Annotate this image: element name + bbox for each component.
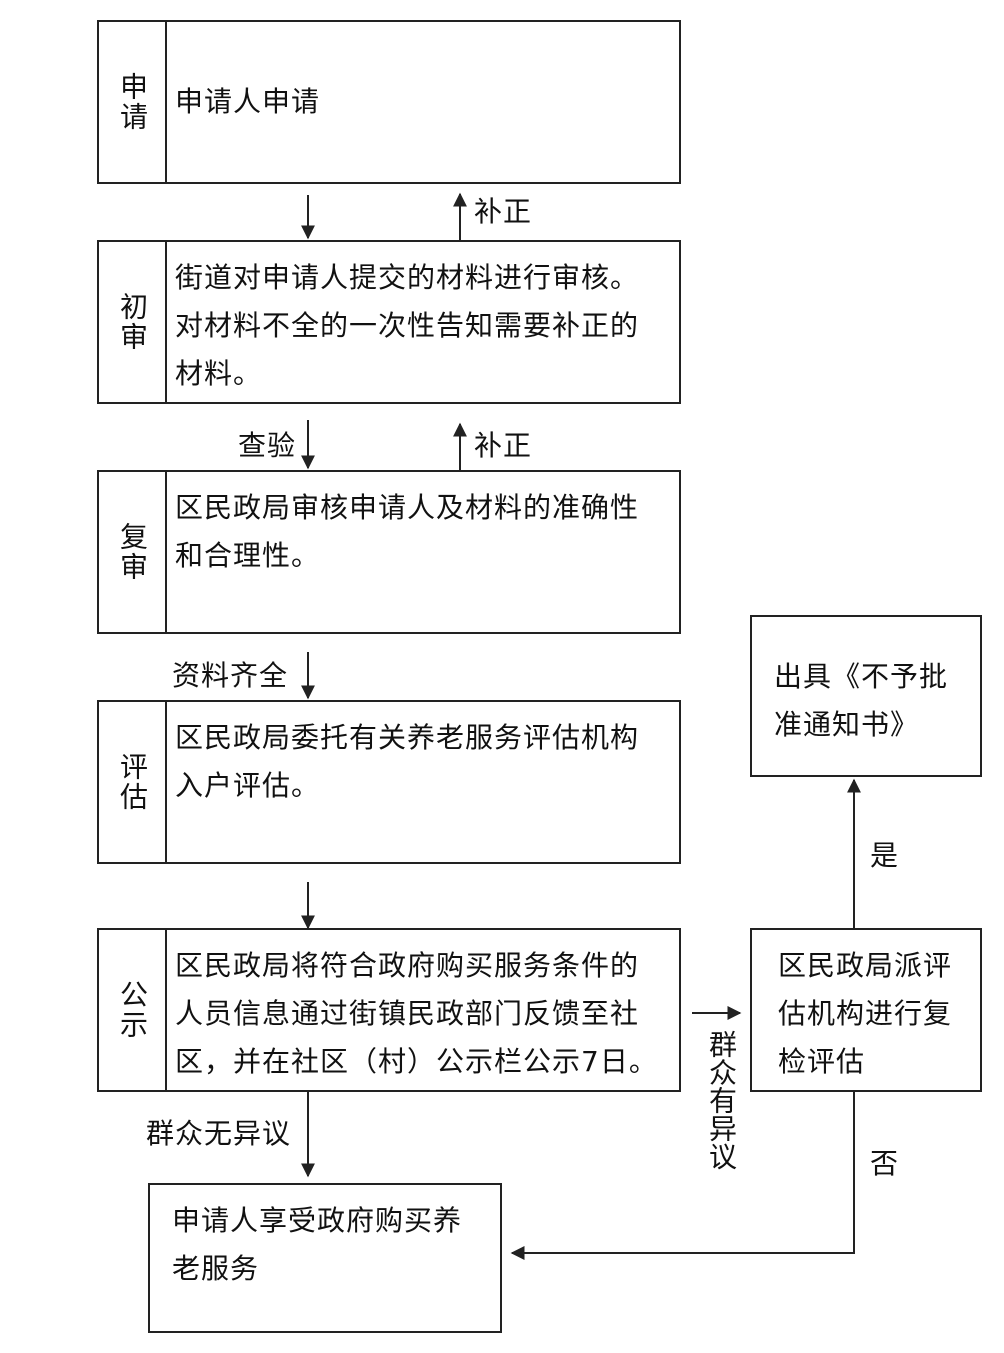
label-yes: 是 (870, 839, 900, 872)
label-inspect: 查验 (238, 429, 297, 462)
reject-notice-box: 出具《不予批 准通知书》 (750, 615, 982, 777)
stage-content: 街道对申请人提交的材料进行审核。 对材料不全的一次性告知需要补正的 材料。 (175, 261, 640, 390)
final-box: 申请人享受政府购买养 老服务 (148, 1183, 502, 1333)
stage-box-review: 复审 区民政局审核申请人及材料的准确性 和合理性。 (97, 470, 681, 634)
label-complete: 资料齐全 (172, 659, 289, 692)
stage-content: 区民政局审核申请人及材料的准确性 和合理性。 (175, 491, 640, 572)
stage-box-initial-review: 初审 街道对申请人提交的材料进行审核。 对材料不全的一次性告知需要补正的 材料。 (97, 240, 681, 404)
label-correct-1: 补正 (474, 195, 533, 228)
stage-box-publicize: 公示 区民政局将符合政府购买服务条件的 人员信息通过街镇民政部门反馈至社 区，并… (97, 928, 681, 1092)
stage-side-label: 评估 (99, 702, 167, 862)
stage-content: 区民政局将符合政府购买服务条件的 人员信息通过街镇民政部门反馈至社 区，并在社区… (175, 949, 658, 1078)
arrow-recheck-to-final (510, 1092, 855, 1260)
stage-side-label: 申请 (99, 22, 167, 182)
label-no-objection: 群众无异议 (146, 1117, 292, 1150)
stage-side-label: 复审 (99, 472, 167, 632)
stage-box-apply: 申请 申请人申请 (97, 20, 681, 184)
label-no: 否 (870, 1147, 900, 1180)
label-correct-2: 补正 (474, 429, 533, 462)
stage-content: 申请人申请 (175, 85, 321, 118)
stage-side-label: 公示 (99, 930, 167, 1090)
recheck-box: 区民政局派评 估机构进行复 检评估 (750, 928, 982, 1092)
stage-content: 区民政局委托有关养老服务评估机构 入户评估。 (175, 721, 640, 802)
label-objection: 群众有异议 (705, 1030, 738, 1170)
stage-side-label: 初审 (99, 242, 167, 402)
stage-box-assessment: 评估 区民政局委托有关养老服务评估机构 入户评估。 (97, 700, 681, 864)
